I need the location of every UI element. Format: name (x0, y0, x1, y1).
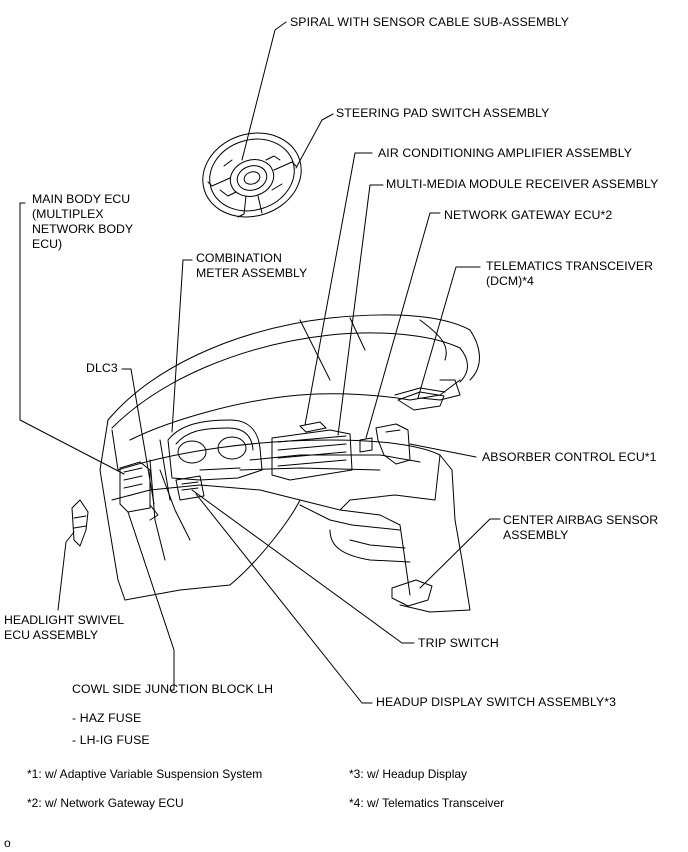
footnote-1: *1: w/ Adaptive Variable Suspension Syst… (27, 767, 263, 781)
footnote-4: *4: w/ Telematics Transceiver (349, 796, 505, 810)
leader-lines (19, 21, 501, 704)
label-telematics-transceiver: TELEMATICS TRANSCEIVER (DCM)*4 (486, 259, 653, 288)
label-headlight-swivel-ecu: HEADLIGHT SWIVEL ECU ASSEMBLY (4, 613, 125, 642)
label-combination-meter: COMBINATION METER ASSEMBLY (196, 251, 308, 280)
label-headup-display-switch: HEADUP DISPLAY SWITCH ASSEMBLY*3 (376, 695, 617, 709)
label-lh-ig-fuse: - LH-IG FUSE (72, 733, 150, 747)
label-haz-fuse: - HAZ FUSE (72, 711, 142, 725)
steering-wheel-drawing (202, 132, 302, 218)
label-trip-switch: TRIP SWITCH (418, 636, 499, 650)
label-absorber-control-ecu: ABSORBER CONTROL ECU*1 (482, 450, 657, 464)
label-spiral-cable: SPIRAL WITH SENSOR CABLE SUB-ASSEMBLY (290, 15, 570, 29)
footnote-3: *3: w/ Headup Display (349, 767, 468, 781)
corner-mark: o (4, 836, 11, 850)
components (71, 391, 445, 607)
label-network-gateway-ecu: NETWORK GATEWAY ECU*2 (444, 208, 613, 222)
label-main-body-ecu: MAIN BODY ECU (MULTIPLEX NETWORK BODY EC… (32, 192, 134, 251)
dashboard-outline (99, 314, 480, 613)
label-air-conditioning-amplifier: AIR CONDITIONING AMPLIFIER ASSEMBLY (378, 146, 633, 160)
label-cowl-side-junction-block: COWL SIDE JUNCTION BLOCK LH (72, 682, 274, 696)
label-dlc3: DLC3 (86, 361, 118, 375)
label-steering-pad-switch: STEERING PAD SWITCH ASSEMBLY (336, 106, 550, 120)
label-multimedia-module: MULTI-MEDIA MODULE RECEIVER ASSEMBLY (386, 177, 659, 191)
footnote-2: *2: w/ Network Gateway ECU (27, 796, 184, 810)
label-center-airbag-sensor: CENTER AIRBAG SENSOR ASSEMBLY (503, 513, 659, 542)
